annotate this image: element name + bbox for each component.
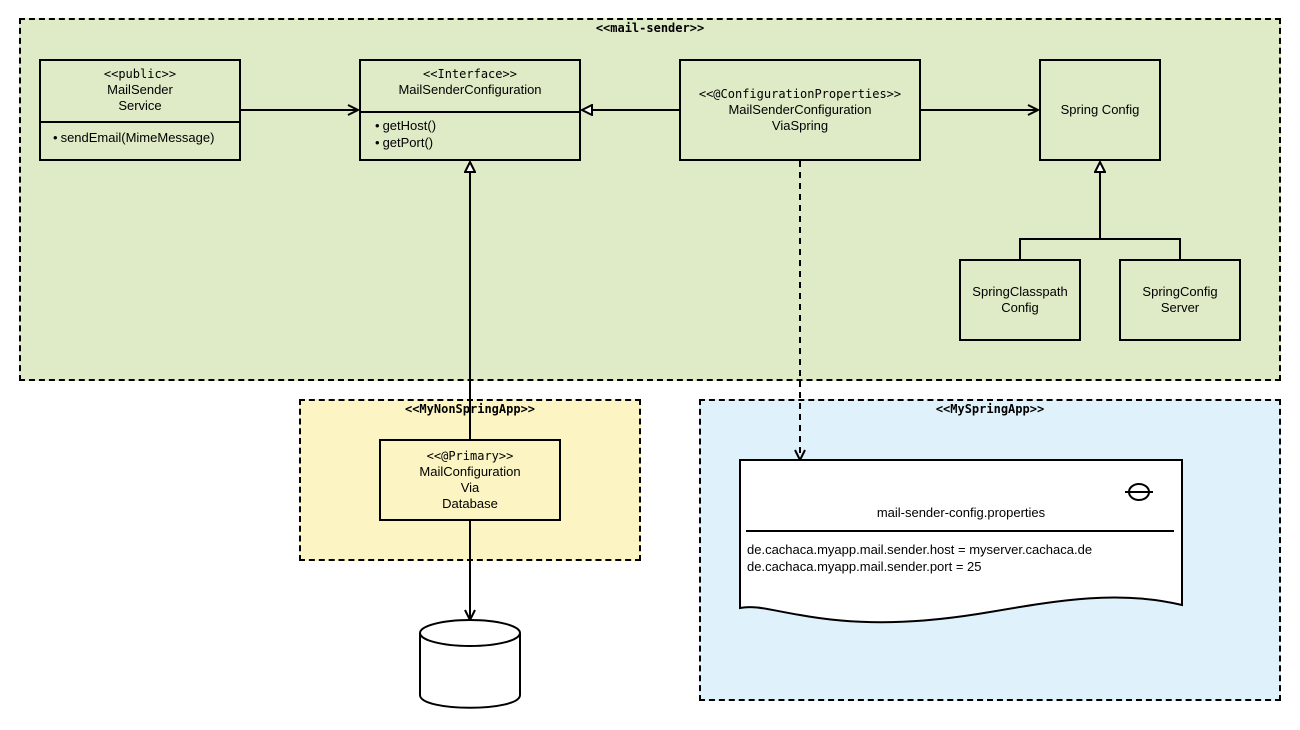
class-name-line: ViaSpring (771, 118, 829, 133)
class-name: Spring Config (1060, 102, 1140, 117)
class-config-via-spring: <<@ConfigurationProperties>> MailSenderC… (679, 59, 921, 161)
class-name-line: Service (118, 98, 162, 113)
class-config-via-database: <<@Primary>> MailConfiguration Via Datab… (379, 439, 561, 521)
members-section: getHost() getPort() (361, 111, 579, 151)
class-mail-sender-service: <<public>> MailSender Service sendEmail(… (39, 59, 241, 161)
class-name-line: MailSenderConfiguration (728, 102, 872, 117)
stereotype-label: <<@Primary>> (426, 449, 514, 463)
package-mail-sender: <<mail-sender>> (19, 18, 1281, 381)
members-section: sendEmail(MimeMessage) (41, 121, 239, 146)
database-cylinder-icon (419, 619, 521, 709)
class-name-line: MailConfiguration (419, 464, 521, 479)
method-item: getHost() (375, 117, 579, 134)
class-name-line: Server (1160, 300, 1200, 315)
properties-file-shape (739, 459, 1183, 624)
class-name-line: Database (442, 496, 498, 511)
file-icon (1125, 483, 1153, 501)
class-spring-config-server: SpringConfig Server (1119, 259, 1241, 341)
class-spring-classpath-config: SpringClasspath Config (959, 259, 1081, 341)
class-name-line: MailSender (107, 82, 173, 97)
stereotype-label: <<public>> (103, 67, 177, 81)
method-item: sendEmail(MimeMessage) (53, 129, 239, 146)
class-name: MailSenderConfiguration (398, 82, 542, 97)
class-name-line: Config (1001, 300, 1039, 315)
class-name-line: Via (460, 480, 480, 495)
stereotype-label: <<Interface>> (423, 67, 517, 81)
method-item: getPort() (375, 134, 579, 151)
interface-mail-sender-configuration: <<Interface>> MailSenderConfiguration ge… (359, 59, 581, 161)
property-line: de.cachaca.myapp.mail.sender.host = myse… (747, 542, 1093, 557)
package-title: <<MySpringApp>> (935, 402, 1045, 416)
class-name-line: SpringConfig (1142, 284, 1218, 299)
package-title: <<mail-sender>> (595, 21, 705, 35)
generalization-tree (1019, 238, 1181, 259)
class-name-line: SpringClasspath (972, 284, 1068, 299)
stereotype-label: <<@ConfigurationProperties>> (698, 87, 902, 101)
property-line: de.cachaca.myapp.mail.sender.port = 25 (747, 559, 982, 574)
properties-file-title: mail-sender-config.properties (876, 505, 1046, 520)
class-spring-config: Spring Config (1039, 59, 1161, 161)
properties-file-content: de.cachaca.myapp.mail.sender.host = myse… (747, 541, 1092, 575)
